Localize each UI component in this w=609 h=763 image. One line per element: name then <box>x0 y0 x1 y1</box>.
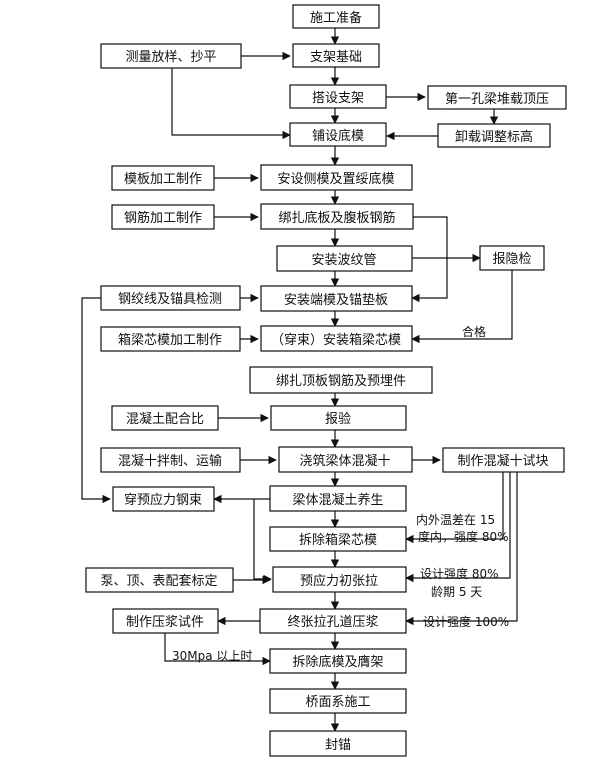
node-label: 第一孔梁堆载顶压 <box>445 92 549 107</box>
node-label: 终张拉孔道压浆 <box>287 614 378 630</box>
arrow-specimen-initial <box>405 472 511 583</box>
node-final-tensioning-grouting: 终张拉孔道压浆 <box>259 608 407 634</box>
node-deck-construction: 桥面系施工 <box>269 688 407 714</box>
label-temperature-line2: 度内，强度 80% <box>418 529 509 544</box>
label-strength-80: 设计强度 80% <box>420 566 499 581</box>
node-label: 泵、顶、表配套标定 <box>100 573 217 589</box>
node-erect-support: 搭设支架 <box>289 84 387 109</box>
arrow-groutspec-removebottom <box>164 633 271 666</box>
node-label: 报验 <box>325 411 351 427</box>
node-concrete-specimen: 制作混凝十试块 <box>442 447 565 473</box>
label-temperature-line1: 内外温差在 15 <box>416 513 495 527</box>
node-concealed-inspection: 报隐检 <box>479 245 545 271</box>
arrow-thread-initial <box>253 499 272 584</box>
node-remove-bottom-form: 拆除底模及膺架 <box>269 648 407 674</box>
node-label: 穿预应力钢束 <box>124 492 202 508</box>
node-rebar-fabrication: 钢筋加工制作 <box>111 204 215 230</box>
node-mix-design: 混凝土配合比 <box>111 405 219 431</box>
node-label: 拆除底模及膺架 <box>292 654 383 670</box>
node-initial-tensioning: 预应力初张拉 <box>272 566 407 593</box>
node-label: （穿束）安装箱梁芯模 <box>271 332 401 348</box>
node-label: 桥面系施工 <box>305 695 370 710</box>
node-label: 浇筑梁体混凝十 <box>299 453 390 469</box>
node-label: 报隐检 <box>492 252 531 267</box>
arrow-inspect-core <box>411 270 513 344</box>
node-label: 混凝土配合比 <box>126 411 204 427</box>
node-label: 卸载调整标高 <box>455 129 533 145</box>
node-label: 绑扎底板及腹板钢筋 <box>278 210 395 226</box>
label-30mpa: 30Mpa 以上时 <box>172 649 252 663</box>
label-pass: 合格 <box>462 324 486 339</box>
node-label: 模板加工制作 <box>124 172 202 187</box>
node-construction-prep: 施工准备 <box>292 4 380 29</box>
connectors <box>81 28 518 732</box>
node-label: 测量放样、抄平 <box>125 50 216 65</box>
arrow-specimen-final <box>405 472 518 626</box>
node-install-duct: 安装波纹管 <box>276 245 413 272</box>
node-side-form: 安设侧模及置绥底模 <box>260 164 413 191</box>
node-mixing-transport: 混凝十拌制、运输 <box>100 447 241 473</box>
node-label: 钢筋加工制作 <box>124 210 202 226</box>
node-label: 制作混凝十试块 <box>457 453 548 469</box>
node-tie-rebar: 绑扎底板及腹板钢筋 <box>260 203 414 230</box>
flowchart-nodes: 施工准备 测量放样、抄平 支架基础 搭设支架 第一孔梁堆载顶压 卸载调整标高 铺… <box>85 4 567 757</box>
node-top-rebar: 绑扎顶板钢筋及预埋件 <box>249 366 433 394</box>
node-label: 拆除箱梁芯模 <box>299 532 377 548</box>
node-label: 铺设底模 <box>312 128 364 144</box>
node-install-core-form: （穿束）安装箱梁芯模 <box>260 325 413 352</box>
node-label: 安装端模及锚垫板 <box>284 292 388 308</box>
node-label: 安装波纹管 <box>311 253 376 268</box>
node-pour-concrete: 浇筑梁体混凝十 <box>278 446 413 473</box>
node-label: 绑扎顶板钢筋及预埋件 <box>276 373 406 389</box>
node-label: 箱梁芯模加工制作 <box>118 332 222 348</box>
node-unload-adjust: 卸载调整标高 <box>437 123 551 148</box>
node-label: 制作压浆试件 <box>126 615 204 630</box>
node-label: 混凝十拌制、运输 <box>118 453 222 469</box>
node-label: 施工准备 <box>310 10 362 26</box>
node-report-inspection: 报验 <box>270 405 407 431</box>
node-label: 梁体混凝土养生 <box>292 492 383 508</box>
label-strength-100: 设计强度 100% <box>423 614 509 629</box>
node-formwork-fabrication: 模板加工制作 <box>111 165 215 191</box>
node-label: 钢绞线及锚具检测 <box>118 291 222 307</box>
node-cure-concrete: 梁体混凝土养生 <box>269 485 407 512</box>
node-preload: 第一孔梁堆载顶压 <box>427 85 567 110</box>
node-end-form: 安装端模及锚垫板 <box>260 285 413 312</box>
node-thread-tendons: 穿预应力钢束 <box>112 486 215 512</box>
node-label: 支架基础 <box>310 50 362 65</box>
arrow-strand-thread <box>81 297 111 504</box>
node-label: 搭设支架 <box>312 90 364 106</box>
node-seal-anchors: 封锚 <box>269 730 407 757</box>
node-label: 封锚 <box>325 738 351 753</box>
node-label: 预应力初张拉 <box>300 573 378 589</box>
label-age-5-days: 龄期 5 天 <box>431 585 482 599</box>
node-strand-anchor-test: 钢绞线及锚具检测 <box>100 285 241 311</box>
node-remove-core-form: 拆除箱梁芯模 <box>269 526 407 552</box>
node-grout-specimen: 制作压浆试件 <box>112 608 219 634</box>
node-bottom-form: 铺设底模 <box>289 122 387 147</box>
node-support-foundation: 支架基础 <box>292 43 380 68</box>
edge-labels: 合格 内外温差在 15 度内，强度 80% 设计强度 80% 龄期 5 天 设计… <box>172 324 509 663</box>
node-core-form-fabrication: 箱梁芯模加工制作 <box>100 326 241 352</box>
arrow-survey-bottom <box>171 68 291 140</box>
node-equipment-calibration: 泵、顶、表配套标定 <box>85 567 234 593</box>
node-survey: 测量放样、抄平 <box>100 43 242 69</box>
arrow-specimen-removecore <box>405 472 504 544</box>
node-label: 安设侧模及置绥底模 <box>277 171 394 187</box>
